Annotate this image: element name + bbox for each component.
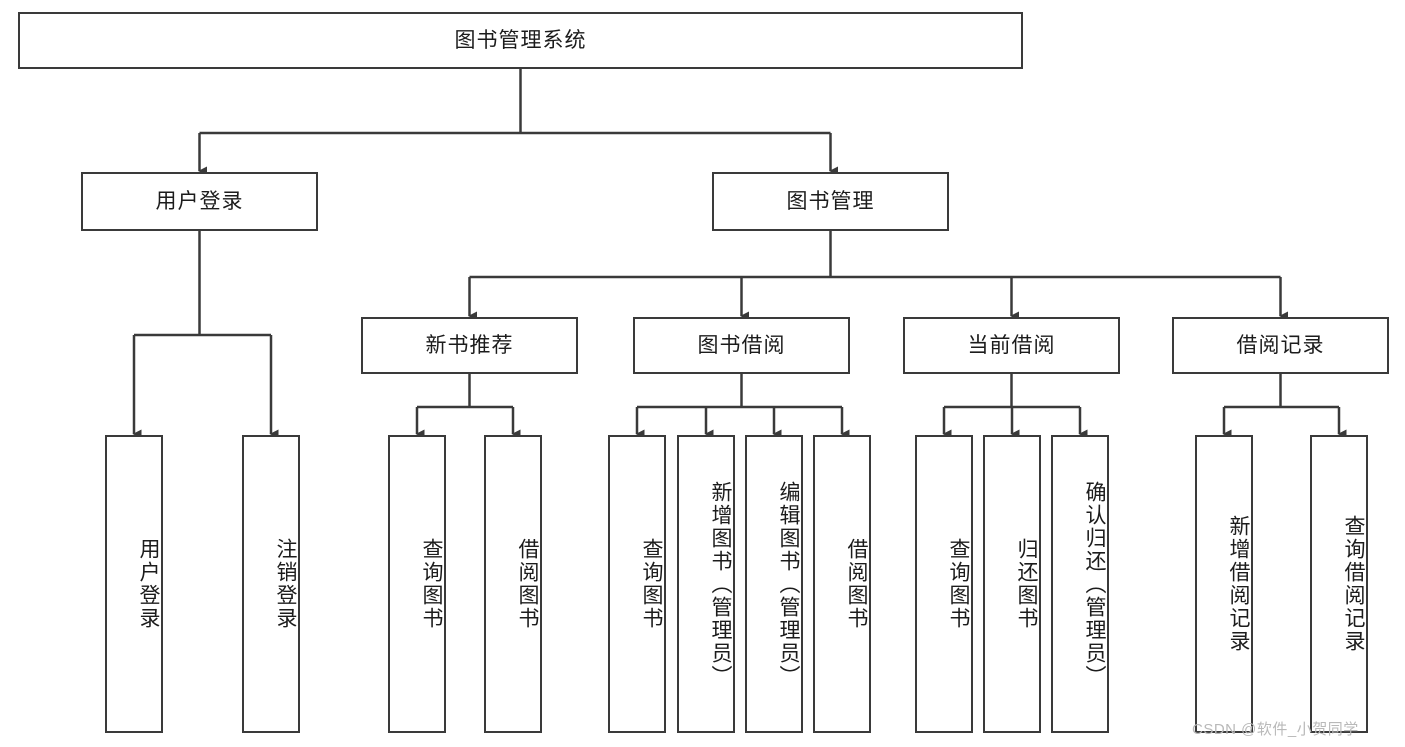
node-label: 归还图书 [1015, 538, 1038, 630]
node-leaf-borrow-2: 新增图书（管理员） [677, 435, 735, 733]
node-label: 借阅图书 [845, 538, 868, 630]
node-newrec: 新书推荐 [361, 317, 578, 374]
node-leaf-borrow-4: 借阅图书 [813, 435, 871, 733]
node-label: 确认归还（管理员） [1083, 480, 1106, 688]
node-leaf-records-1: 新增借阅记录 [1195, 435, 1253, 733]
node-label: 新书推荐 [425, 333, 514, 357]
node-leaf-current-2: 归还图书 [983, 435, 1041, 733]
node-borrow: 图书借阅 [633, 317, 850, 374]
node-label: 编辑图书（管理员） [777, 480, 800, 688]
node-label: 图书管理系统 [454, 28, 587, 52]
node-label: 借阅记录 [1236, 333, 1325, 357]
node-leaf-login-1: 用户登录 [105, 435, 163, 733]
edge-group [132, 69, 1347, 439]
node-label: 查询借阅记录 [1342, 515, 1365, 653]
node-bookmgmt: 图书管理 [712, 172, 949, 231]
node-label: 借阅图书 [516, 538, 539, 630]
node-label: 用户登录 [137, 538, 160, 630]
node-login: 用户登录 [81, 172, 318, 231]
node-records: 借阅记录 [1172, 317, 1389, 374]
node-root: 图书管理系统 [18, 12, 1023, 69]
node-leaf-current-3: 确认归还（管理员） [1051, 435, 1109, 733]
node-leaf-newrec-1: 查询图书 [388, 435, 446, 733]
node-label: 查询图书 [640, 538, 663, 630]
node-leaf-records-2: 查询借阅记录 [1310, 435, 1368, 733]
node-label: 新增借阅记录 [1227, 515, 1250, 653]
node-label: 注销登录 [274, 538, 297, 630]
node-leaf-borrow-1: 查询图书 [608, 435, 666, 733]
node-current: 当前借阅 [903, 317, 1120, 374]
node-label: 当前借阅 [967, 333, 1056, 357]
node-leaf-borrow-3: 编辑图书（管理员） [745, 435, 803, 733]
node-leaf-current-1: 查询图书 [915, 435, 973, 733]
node-label: 图书借阅 [697, 333, 786, 357]
node-label: 图书管理 [786, 189, 875, 213]
node-label: 查询图书 [420, 538, 443, 630]
node-leaf-login-2: 注销登录 [242, 435, 300, 733]
node-label: 用户登录 [155, 189, 244, 213]
watermark-label: CSDN @软件_小贺同学 [1192, 721, 1359, 738]
node-label: 查询图书 [947, 538, 970, 630]
node-label: 新增图书（管理员） [709, 480, 732, 688]
node-leaf-newrec-2: 借阅图书 [484, 435, 542, 733]
